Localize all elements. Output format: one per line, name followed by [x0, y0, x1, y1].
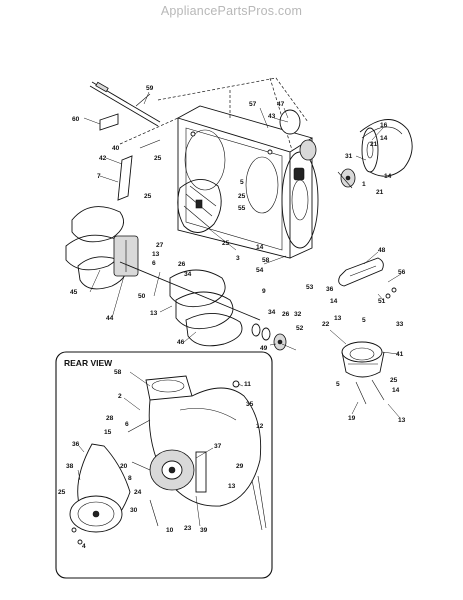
callout-57: 57 — [249, 101, 257, 108]
callout-5-a: 5 — [240, 179, 244, 186]
site-watermark: AppliancePartsPros.com — [160, 4, 303, 18]
callout-9: 9 — [262, 288, 266, 295]
callout-25-c: 25 — [238, 193, 246, 200]
belt-cover-plate — [338, 257, 397, 299]
callout-59: 59 — [146, 85, 154, 92]
right-auger-flight — [119, 261, 261, 347]
callout-13-c: 13 — [334, 315, 342, 322]
callout-41: 41 — [396, 351, 404, 358]
inset-callout-6: 6 — [125, 421, 129, 428]
rear-view-inset: REAR VIEW — [55, 351, 273, 579]
inset-callout-35: 35 — [246, 401, 254, 408]
rear-view-title: REAR VIEW — [64, 358, 113, 368]
callout-19: 19 — [348, 415, 356, 422]
discharge-chute-base — [341, 341, 385, 405]
inset-callout-13: 13 — [228, 483, 236, 490]
callout-13-a: 13 — [152, 251, 160, 258]
callout-1: 1 — [362, 181, 366, 188]
inset-callout-29: 29 — [236, 463, 244, 470]
callout-26-a: 26 — [178, 261, 186, 268]
callout-46: 46 — [177, 339, 185, 346]
callout-5-c: 5 — [336, 381, 340, 388]
inset-callout-23: 23 — [184, 525, 192, 532]
inset-callout-12: 12 — [256, 423, 264, 430]
callout-14-e: 14 — [392, 387, 400, 394]
inset-callout-2: 2 — [118, 393, 122, 400]
inset-callout-24: 24 — [134, 489, 142, 496]
callout-13-d: 13 — [398, 417, 406, 424]
callout-50: 50 — [138, 293, 146, 300]
callout-58-a: 58 — [262, 257, 270, 264]
callout-14-d: 14 — [330, 298, 338, 305]
callout-34-a: 34 — [184, 271, 192, 278]
callout-43: 43 — [268, 113, 276, 120]
inset-callout-15: 15 — [104, 429, 112, 436]
callout-27: 27 — [156, 242, 164, 249]
inset-callout-10: 10 — [166, 527, 174, 534]
callout-51: 51 — [378, 298, 386, 305]
callout-40: 40 — [112, 145, 120, 152]
auger-shaft — [89, 81, 161, 127]
callout-14-a: 14 — [380, 135, 388, 142]
inset-callout-58: 58 — [114, 369, 122, 376]
impeller — [177, 179, 222, 233]
inset-callout-25: 25 — [58, 489, 66, 496]
inset-callout-20: 20 — [120, 463, 128, 470]
inset-callout-11: 11 — [244, 381, 251, 388]
callout-14-b: 14 — [384, 173, 392, 180]
callout-25-a: 25 — [154, 155, 162, 162]
callout-numbers: 59 60 57 47 43 16 14 21 31 1 14 21 40 42… — [58, 85, 406, 550]
callout-31: 31 — [345, 153, 353, 160]
callout-26-b: 26 — [282, 311, 290, 318]
inset-callout-38: 38 — [66, 463, 74, 470]
callout-42: 42 — [99, 155, 107, 162]
callout-53: 53 — [306, 284, 314, 291]
inset-callout-4: 4 — [82, 543, 86, 550]
inset-callout-28: 28 — [106, 415, 114, 422]
inset-callout-39: 39 — [200, 527, 208, 534]
auger-housing — [119, 77, 319, 259]
callout-48: 48 — [378, 247, 386, 254]
callout-52: 52 — [296, 325, 304, 332]
callout-60: 60 — [72, 116, 80, 123]
callout-25-e: 25 — [390, 377, 398, 384]
callout-45: 45 — [70, 289, 78, 296]
callout-21-b: 21 — [376, 189, 384, 196]
callout-56: 56 — [398, 269, 406, 276]
callout-36-a: 36 — [326, 286, 334, 293]
inset-callout-36: 36 — [72, 441, 80, 448]
inset-callout-30: 30 — [130, 507, 138, 514]
callout-54: 54 — [256, 267, 264, 274]
leader-lines — [77, 91, 402, 527]
callout-47: 47 — [277, 101, 285, 108]
callout-5-b: 5 — [362, 317, 366, 324]
callout-16: 16 — [380, 122, 388, 129]
callout-22: 22 — [322, 321, 330, 328]
left-brackets — [99, 113, 161, 201]
inset-callout-37: 37 — [214, 443, 222, 450]
callout-7: 7 — [97, 173, 101, 180]
callout-21-a: 21 — [370, 141, 378, 148]
drive-pulley-assembly — [279, 109, 413, 189]
callout-13-b: 13 — [150, 310, 158, 317]
left-auger-flight — [65, 206, 139, 290]
callout-34-b: 34 — [268, 309, 276, 316]
callout-14-c: 14 — [256, 244, 264, 251]
callout-3: 3 — [236, 255, 240, 262]
callout-33: 33 — [396, 321, 404, 328]
bearing-stack — [251, 323, 287, 351]
callout-32: 32 — [294, 311, 302, 318]
callout-44: 44 — [106, 315, 114, 322]
callout-55: 55 — [238, 205, 246, 212]
inset-callout-8: 8 — [128, 475, 132, 482]
callout-6: 6 — [152, 260, 156, 267]
callout-49: 49 — [260, 345, 268, 352]
callout-25-d: 25 — [222, 240, 230, 247]
callout-25-b: 25 — [144, 193, 152, 200]
